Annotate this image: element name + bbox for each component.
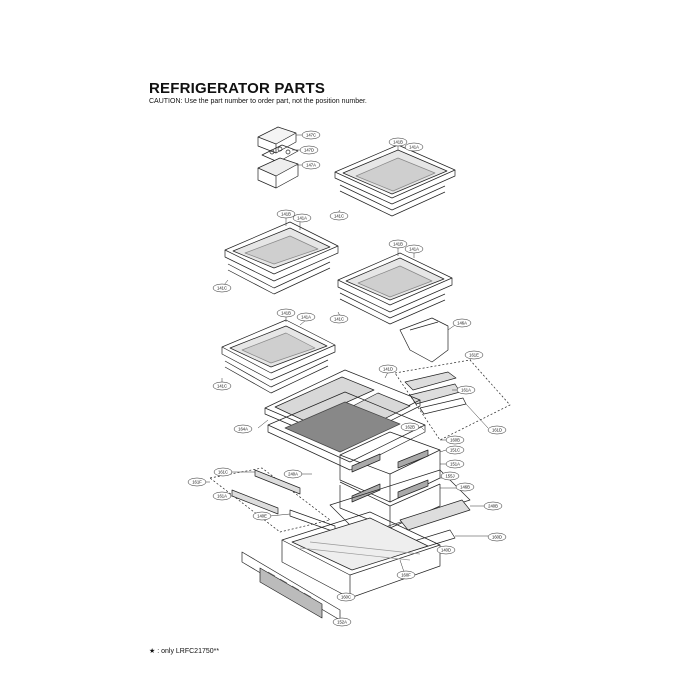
callout-147A: 147A: [301, 160, 321, 170]
svg-text:141B: 141B: [393, 242, 403, 247]
callout-labels: 147C 147D 147A 141B 141A 141C 141B 141A …: [187, 130, 507, 627]
crisper-drawers: [339, 431, 441, 529]
svg-text:141B: 141B: [393, 140, 403, 145]
svg-text:155J: 155J: [445, 474, 454, 479]
callout-164A: 164A: [233, 424, 253, 434]
svg-text:141C: 141C: [334, 214, 344, 219]
callout-141B-4: 141B: [276, 308, 296, 318]
svg-text:141A: 141A: [301, 315, 311, 320]
callout-147D: 147D: [299, 145, 319, 155]
callout-147C: 147C: [301, 130, 321, 140]
callout-240B: 240B: [483, 501, 503, 511]
callout-140E: 140E: [252, 511, 272, 521]
svg-text:161C: 161C: [218, 470, 228, 475]
callout-141C-3: 141C: [329, 314, 349, 324]
caution-note: CAUTION: Use the part number to order pa…: [149, 98, 367, 105]
callout-161A-right: 161A: [456, 385, 476, 395]
shelf-4: [221, 319, 336, 394]
callout-146A: 146A: [452, 318, 472, 328]
callout-155J: 155J: [440, 471, 460, 481]
callout-160C: 160C: [336, 592, 356, 602]
svg-text:161A: 161A: [461, 388, 471, 393]
svg-text:147D: 147D: [304, 148, 314, 153]
right-rail-group-outline: [394, 359, 511, 441]
callout-141A-3: 141A: [404, 244, 424, 254]
svg-text:152A: 152A: [337, 620, 347, 625]
callout-146B: 146B: [455, 482, 475, 492]
svg-text:240A: 240A: [288, 472, 298, 477]
callout-141B-2: 141B: [276, 209, 296, 219]
callout-161A-left: 161A: [212, 491, 232, 501]
svg-text:161A: 161A: [217, 494, 227, 499]
svg-text:141D: 141D: [383, 367, 393, 372]
callout-161D: 161D: [487, 425, 507, 435]
svg-text:141A: 141A: [409, 145, 419, 150]
callout-240A: 240A: [283, 469, 303, 479]
svg-text:160C: 160C: [341, 595, 351, 600]
svg-text:160B: 160B: [450, 438, 460, 443]
shelf-3: [337, 252, 453, 325]
svg-text:146A: 146A: [457, 321, 467, 326]
pan-146A: [399, 317, 449, 363]
callout-160F: 160F: [396, 570, 416, 580]
page-title: REFRIGERATOR PARTS: [149, 80, 326, 97]
callout-160B: 160B: [445, 435, 465, 445]
callout-160D: 160D: [487, 532, 507, 542]
svg-text:151C: 151C: [450, 448, 460, 453]
crisper-frame: [267, 391, 426, 471]
svg-text:140E: 140E: [257, 514, 267, 519]
callout-141A-2: 141A: [292, 213, 312, 223]
callout-141C-1: 141C: [329, 211, 349, 221]
svg-text:141C: 141C: [217, 384, 227, 389]
svg-text:147C: 147C: [306, 133, 316, 138]
callout-141A-4: 141A: [296, 312, 316, 322]
svg-text:141A: 141A: [297, 216, 307, 221]
svg-text:161F: 161F: [192, 480, 202, 485]
egg-box-assembly: [257, 126, 299, 189]
svg-text:141A: 141A: [409, 247, 419, 252]
callout-152A: 152A: [332, 617, 352, 627]
callout-151A: 151A: [445, 459, 465, 469]
svg-text:161D: 161D: [492, 428, 502, 433]
shelf-2: [224, 221, 339, 295]
svg-text:147A: 147A: [306, 163, 316, 168]
callout-141C-4: 141C: [212, 381, 232, 391]
svg-text:141B: 141B: [281, 311, 291, 316]
shelf-1: [334, 144, 456, 217]
model-footnote: ★ : only LRFC21750**: [149, 648, 220, 655]
callout-141C-2: 141C: [212, 283, 232, 293]
pantry-drawer: [281, 511, 441, 599]
callout-161E: 161E: [464, 350, 484, 360]
callout-141D: 141D: [378, 364, 398, 374]
svg-text:240B: 240B: [488, 504, 498, 509]
svg-text:141C: 141C: [334, 317, 344, 322]
callout-161C: 161C: [213, 467, 233, 477]
callout-141B-1: 141B: [388, 137, 408, 147]
svg-text:151A: 151A: [450, 462, 460, 467]
callout-141A-1: 141A: [404, 142, 424, 152]
callout-140D: 140D: [436, 545, 456, 555]
callout-151C: 151C: [445, 445, 465, 455]
svg-text:162B: 162B: [405, 425, 415, 430]
svg-text:160D: 160D: [492, 535, 502, 540]
svg-text:141B: 141B: [281, 212, 291, 217]
svg-text:141C: 141C: [217, 286, 227, 291]
callout-161F: 161F: [187, 477, 207, 487]
svg-text:161E: 161E: [469, 353, 479, 358]
svg-text:146B: 146B: [460, 485, 470, 490]
callout-141B-3: 141B: [388, 239, 408, 249]
svg-text:164A: 164A: [238, 427, 248, 432]
callout-162B: 162B: [400, 422, 420, 432]
svg-text:160F: 160F: [401, 573, 411, 578]
svg-text:140D: 140D: [441, 548, 451, 553]
right-rail: [404, 371, 467, 415]
